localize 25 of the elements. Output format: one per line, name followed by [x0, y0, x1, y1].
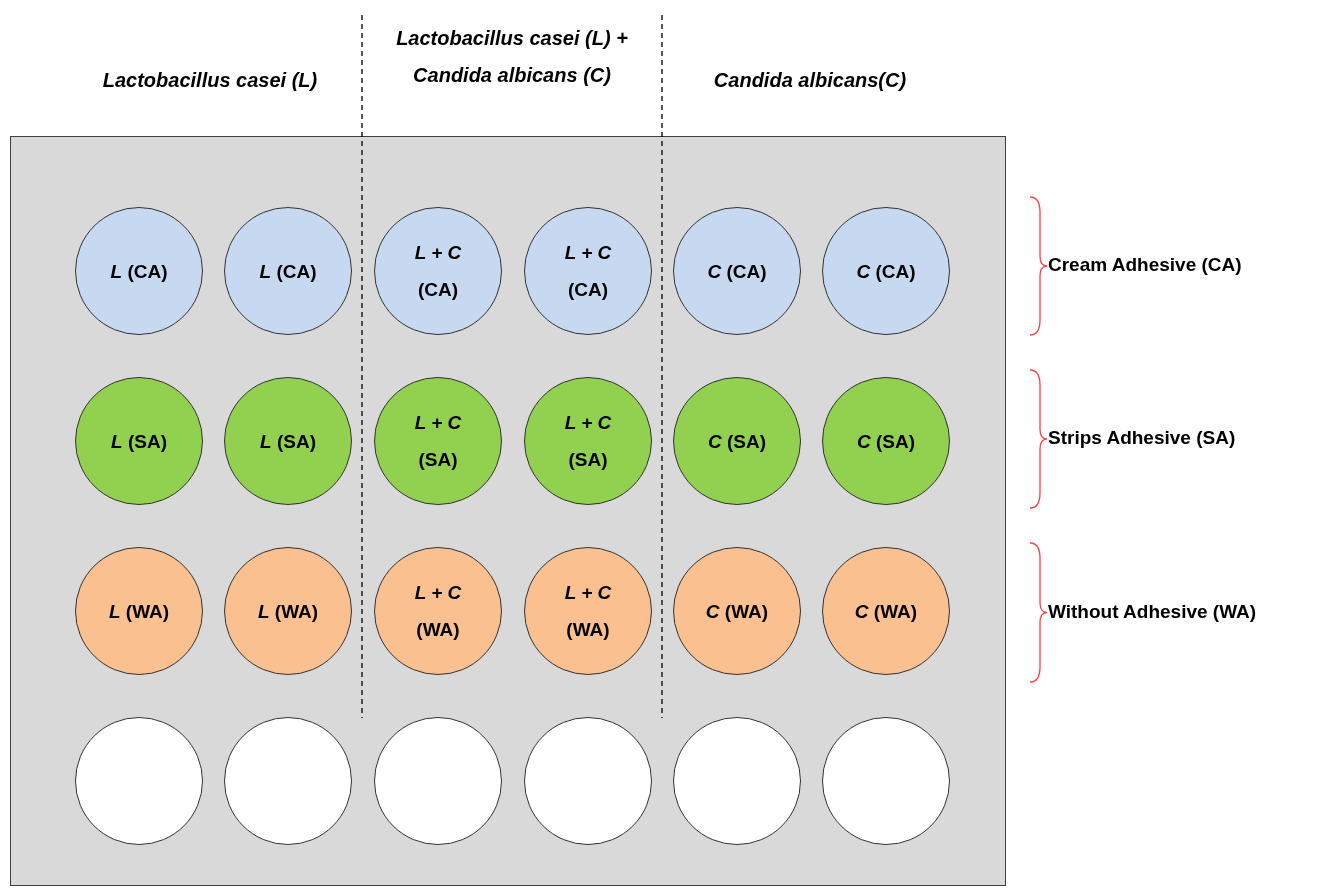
- well-label: C (SA): [856, 429, 916, 454]
- column-heading: Lactobacillus casei (L) + Candida albicans (C): [395, 26, 629, 88]
- well-label: L (WA): [108, 599, 170, 624]
- well-label: L + C (WA): [563, 581, 613, 642]
- well-label: L (SA): [111, 429, 167, 454]
- well-label: L + C (CA): [413, 241, 463, 302]
- well-label: L (CA): [110, 259, 168, 284]
- column-heading: Candida albicans(C): [712, 68, 908, 93]
- well-label: L (CA): [259, 259, 317, 284]
- well-label: L + C (SA): [563, 411, 613, 472]
- row-label: Cream Adhesive (CA): [1048, 254, 1242, 276]
- row-label: Without Adhesive (WA): [1048, 600, 1257, 623]
- well-label: L + C (SA): [413, 411, 463, 472]
- column-heading: Lactobacillus casei (L): [101, 68, 319, 93]
- well-label: L + C (CA): [563, 241, 613, 302]
- well-label: C (WA): [705, 599, 769, 624]
- well-label: L (WA): [257, 599, 319, 624]
- well-plate: [10, 136, 1006, 886]
- well-label: L + C (WA): [413, 581, 463, 642]
- well-label: C (CA): [856, 259, 916, 284]
- well-label: C (SA): [707, 429, 767, 454]
- well-label: L (SA): [260, 429, 316, 454]
- well-label: C (CA): [707, 259, 767, 284]
- well-label: C (WA): [854, 599, 918, 624]
- row-label: Strips Adhesive (SA): [1048, 427, 1236, 449]
